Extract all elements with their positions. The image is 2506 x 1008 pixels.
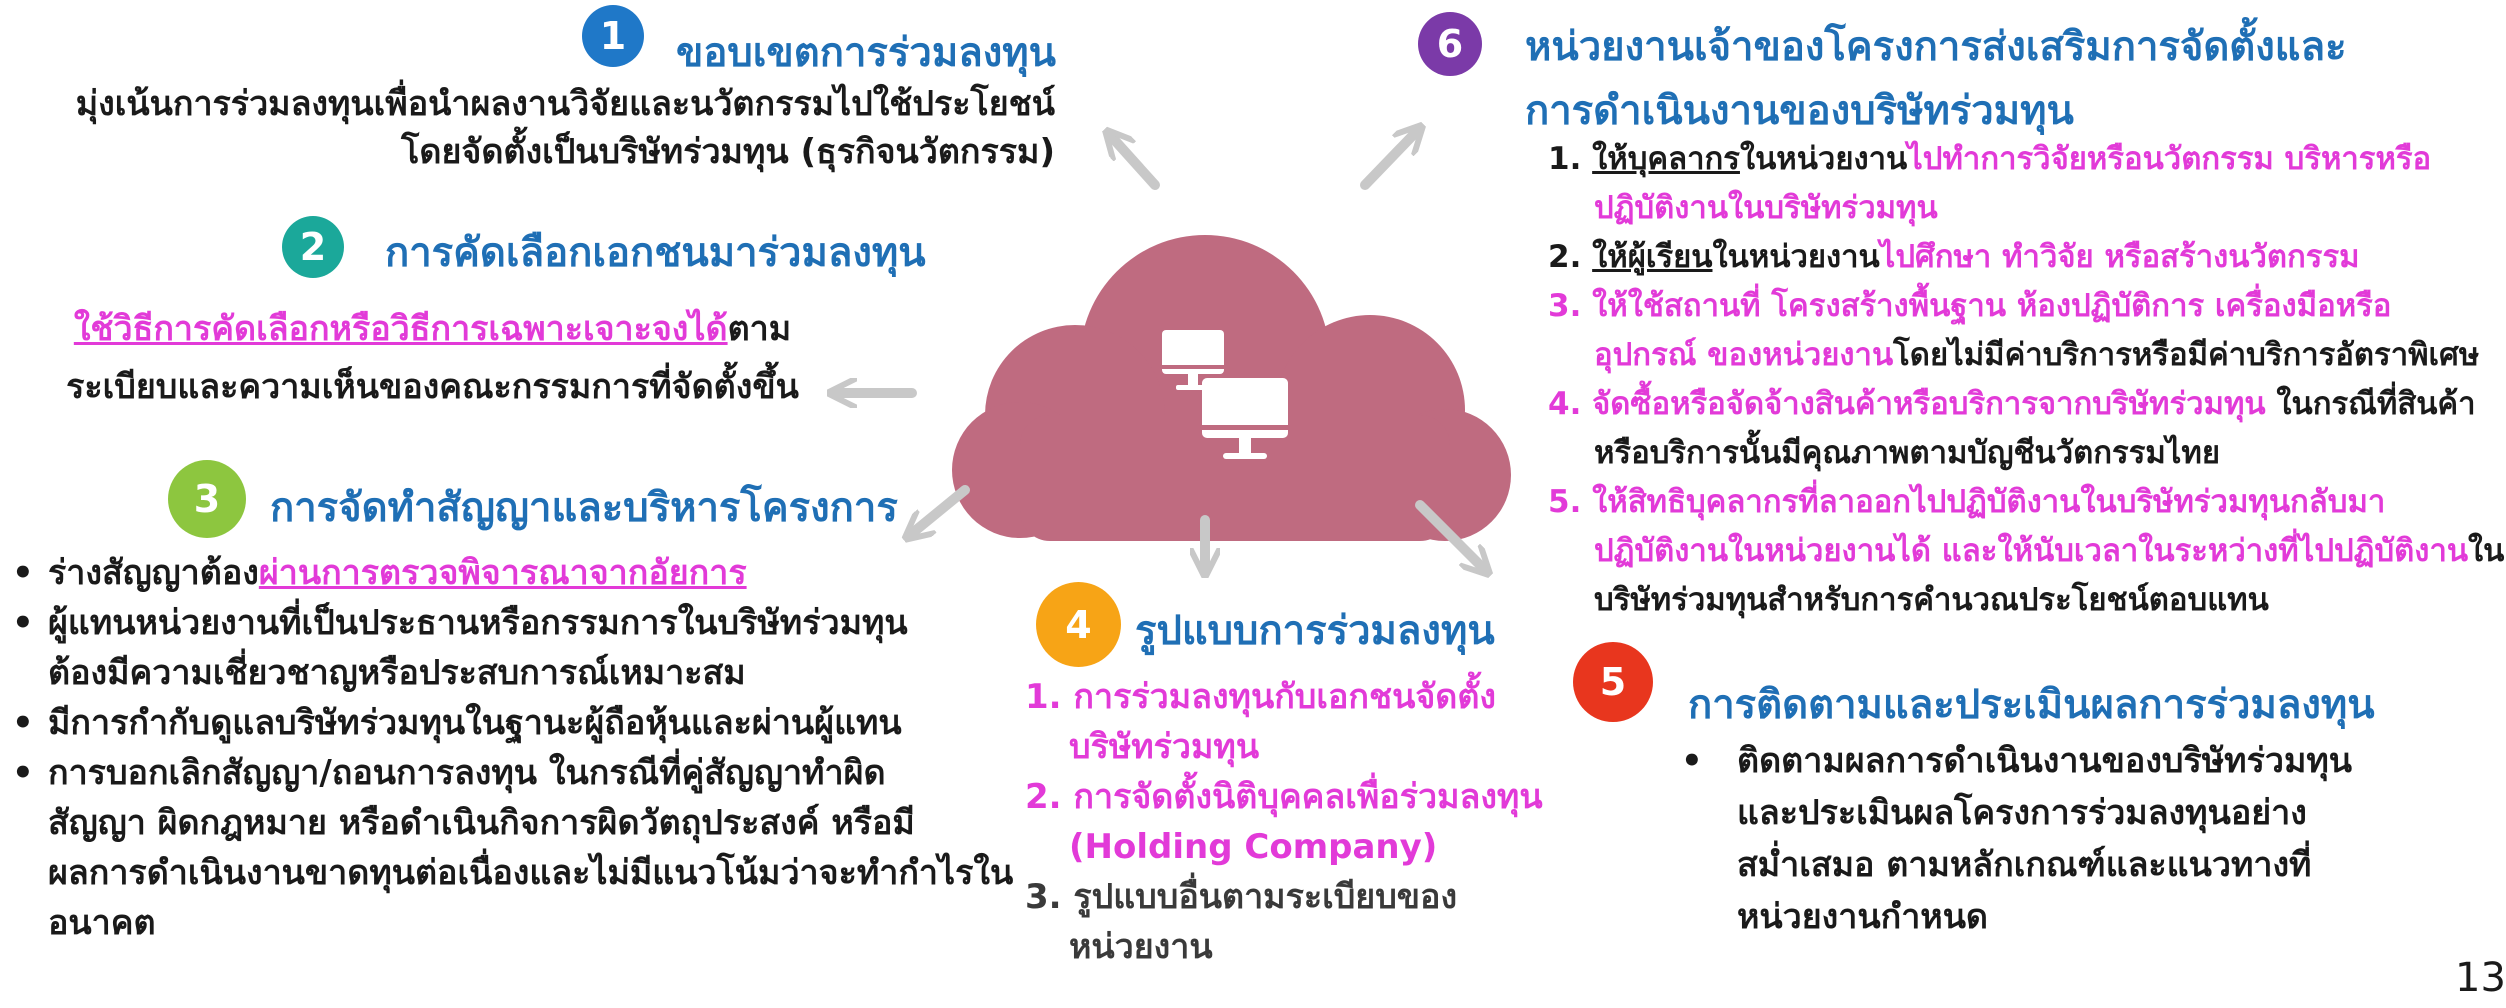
section2-line1: ใช้วิธีการคัดเลือกหรือวิธีการเฉพาะเจาะจง… <box>20 305 845 353</box>
section3-bullet-4: การบอกเลิกสัญญา/ถอนการลงทุน ในกรณีที่คู่… <box>8 748 1014 948</box>
section4-item2-line2: (Holding Company) <box>1069 827 1438 867</box>
arrow-down-left <box>910 485 970 535</box>
section5-line3: สม่ำเสมอ ตามหลักเกณฑ์และแนวทางที่ <box>1737 845 2312 885</box>
arrow-up-right <box>1360 130 1418 190</box>
section6-item5-line2: ปฏิบัติงานในหน่วยงานได้ และให้นับเวลาในร… <box>1594 533 2505 569</box>
section3-bullet-1-text: ร่างสัญญาต้อง <box>48 553 259 593</box>
section2-line1-rest: ตาม <box>727 309 792 349</box>
section6-item5-line1: 5. ให้สิทธิบุคลากรที่ลาออกไปปฏิบัติงานใน… <box>1548 484 2386 520</box>
section4-item1-line2: บริษัทร่วมทุน <box>1069 727 1260 767</box>
section6-item3-line1: 3. ให้ใช้สถานที่ โครงสร้างพื้นฐาน ห้องปฏ… <box>1548 288 2392 324</box>
section3-bullet-3-text: มีการกำกับดูแลบริษัทร่วมทุนในฐานะผู้ถือห… <box>48 703 902 743</box>
section3-bullet-2-line1: ผู้แทนหน่วยงานที่เป็นประธานหรือกรรมการใน… <box>48 603 908 643</box>
section2-line2: ระเบียบและความเห็นของคณะกรรมการที่จัดตั้… <box>66 367 799 407</box>
number-badge-4: 4 <box>1036 582 1121 667</box>
section6-item2: 2. ให้ผู้เรียนในหน่วยงานไปศึกษา ทำวิจัย … <box>1548 239 2360 275</box>
section6-item5-line3: บริษัทร่วมทุนสำหรับการคำนวณประโยชน์ตอบแท… <box>1594 582 2269 618</box>
section3-bullet-1-highlight: ผ่านการตรวจพิจารณาจากอัยการ <box>258 553 747 593</box>
section1-line1: มุ่งเน้นการร่วมลงทุนเพื่อนำผลงานวิจัยและ… <box>75 84 1055 124</box>
section6-title-line1: หน่วยงานเจ้าของโครงการส่งเสริมการจัดตั้ง… <box>1525 24 2347 70</box>
number-badge-5: 5 <box>1573 642 1653 722</box>
cloud-icon <box>952 235 1511 541</box>
section6-item1-line1: 1. ให้บุคลากรในหน่วยงานไปทำการวิจัยหรือน… <box>1548 141 2432 177</box>
section5-bullet: ติดตามผลการดำเนินงานของบริษัทร่วมทุน และ… <box>1677 735 2352 943</box>
section3-bullet-3: มีการกำกับดูแลบริษัทร่วมทุนในฐานะผู้ถือห… <box>8 698 1008 748</box>
section3-bullet-4-line3: ผลการดำเนินงานขาดทุนต่อเนื่องและไม่มีแนว… <box>48 853 1014 893</box>
section4-title: รูปแบบการร่วมลงทุน <box>1135 608 1495 654</box>
section3-bullet-2-line2: ต้องมีความเชี่ยวชาญหรือประสบการณ์เหมาะสม <box>48 653 746 693</box>
section3-bullet-1: ร่างสัญญาต้องผ่านการตรวจพิจารณาจากอัยการ <box>8 548 1008 598</box>
section2-highlight: ใช้วิธีการคัดเลือกหรือวิธีการเฉพาะเจาะจง… <box>73 309 728 349</box>
page-number: 13 <box>2455 955 2506 1001</box>
section6-item4-line1: 4. จัดซื้อหรือจัดจ้างสินค้าหรือบริการจาก… <box>1548 386 2476 422</box>
cloud-graphic <box>952 235 1511 541</box>
section5-title: การติดตามและประเมินผลการร่วมลงทุน <box>1688 682 2375 728</box>
section4-list: 1. การร่วมลงทุนกับเอกชนจัดตั้ง บริษัทร่ว… <box>1025 672 1543 972</box>
section2-title: การคัดเลือกเอกชนมาร่วมลงทุน <box>385 230 926 276</box>
section5-line1: ติดตามผลการดำเนินงานของบริษัทร่วมทุน <box>1737 741 2353 781</box>
section3-title: การจัดทำสัญญาและบริหารโครงการ <box>270 485 898 531</box>
section3-bullet-4-line4: อนาคต <box>48 903 156 943</box>
section5-line2: และประเมินผลโครงการร่วมลงทุนอย่าง <box>1737 793 2307 833</box>
section3-bullet-2: ผู้แทนหน่วยงานที่เป็นประธานหรือกรรมการใน… <box>8 598 1008 698</box>
number-badge-1: 1 <box>582 5 644 67</box>
section5-body: ติดตามผลการดำเนินงานของบริษัทร่วมทุน และ… <box>1677 735 2352 943</box>
section3-bullet-4-line2: สัญญา ผิดกฎหมาย หรือดำเนินกิจการผิดวัตถุ… <box>48 803 915 843</box>
arrow-up-left <box>1110 135 1160 190</box>
arrow-down-right <box>1415 500 1485 570</box>
computer-monitor-icon <box>1162 330 1224 390</box>
section6-item1-line2: ปฏิบัติงานในบริษัทร่วมทุน <box>1594 190 1938 226</box>
section6-list: 1. ให้บุคลากรในหน่วยงานไปทำการวิจัยหรือน… <box>1548 135 2504 625</box>
section1-line2: โดยจัดตั้งเป็นบริษัทร่วมทุน (ธุรกิจนวัตก… <box>401 132 1055 172</box>
section3-bullet-4-line1: การบอกเลิกสัญญา/ถอนการลงทุน ในกรณีที่คู่… <box>48 753 886 793</box>
section4-item1-line1: 1. การร่วมลงทุนกับเอกชนจัดตั้ง <box>1025 677 1497 717</box>
number-badge-2: 2 <box>282 216 344 278</box>
number-badge-3: 3 <box>168 460 246 538</box>
section4-item3-line1: 3. รูปแบบอื่นตามระเบียบของ <box>1025 877 1458 917</box>
section5-line4: หน่วยงานกำหนด <box>1737 897 1989 937</box>
section3-body: ร่างสัญญาต้องผ่านการตรวจพิจารณาจากอัยการ… <box>8 548 1014 948</box>
section2-body: ใช้วิธีการคัดเลือกหรือวิธีการเฉพาะเจาะจง… <box>20 305 845 411</box>
section1-body: มุ่งเน้นการร่วมลงทุนเพื่อนำผลงานวิจัยและ… <box>55 80 1055 176</box>
section4-item3-line2: หน่วยงาน <box>1069 927 1213 967</box>
section1-title: ขอบเขตการร่วมลงทุน <box>676 30 1056 76</box>
section4-item2-line1: 2. การจัดตั้งนิติบุคคลเพื่อร่วมลงทุน <box>1025 777 1543 817</box>
section6-item3-line2: อุปกรณ์ ของหน่วยงานโดยไม่มีค่าบริการหรือ… <box>1594 337 2480 373</box>
section6-title-line2: การดำเนินงานของบริษัทร่วมทุน <box>1525 88 2074 134</box>
computer-monitor-icon <box>1202 378 1288 459</box>
number-badge-6: 6 <box>1418 12 1482 76</box>
section6-item4-line2: หรือบริการนั้นมีคุณภาพตามบัญชีนวัตกรรมไท… <box>1594 435 2220 471</box>
